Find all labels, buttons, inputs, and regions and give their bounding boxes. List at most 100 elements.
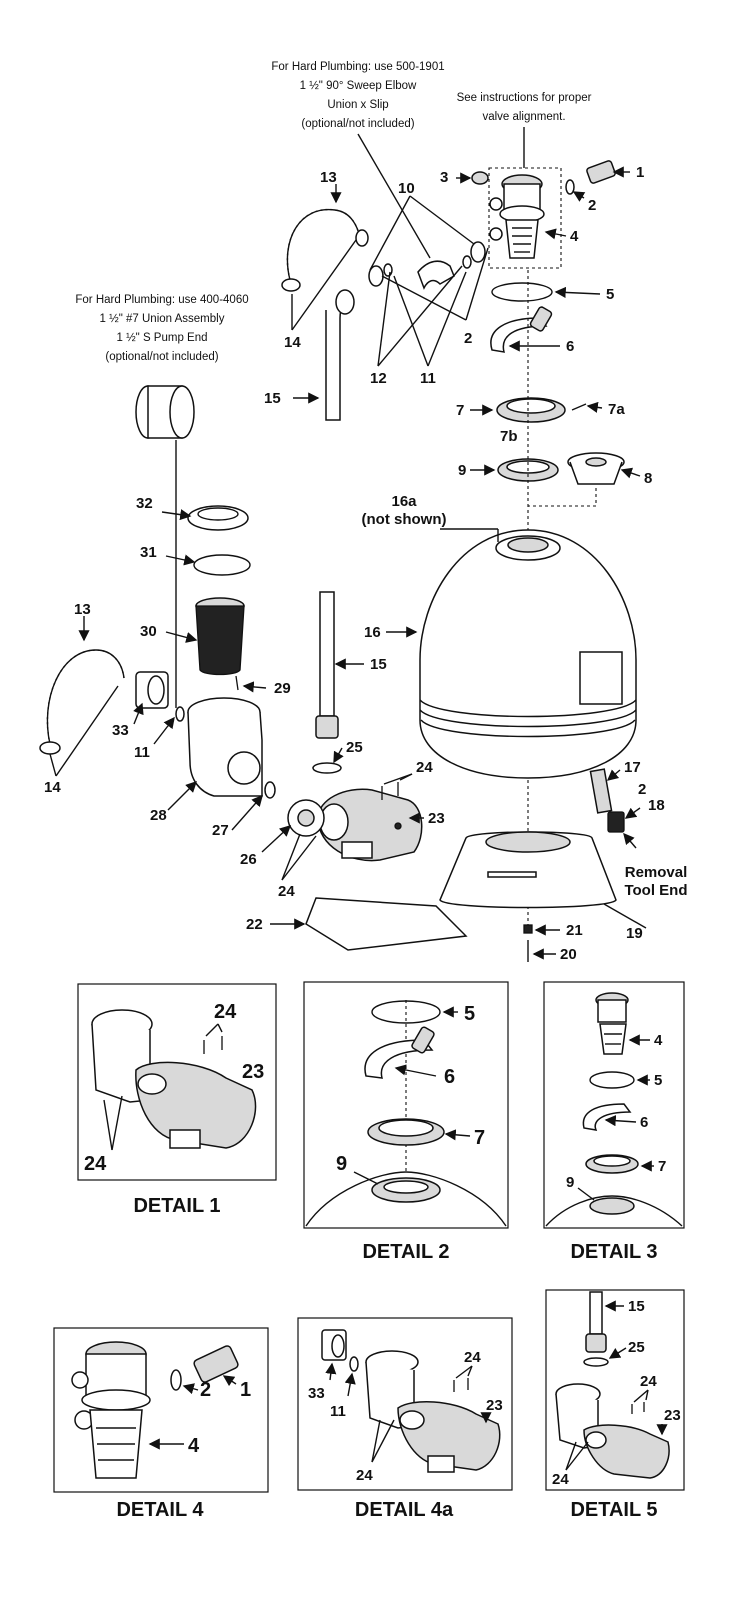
label-15-mid: 15 [370, 656, 387, 673]
part-3-cap [471, 171, 489, 185]
label-21: 21 [566, 922, 583, 939]
label-27: 27 [212, 822, 229, 839]
d3-label-5: 5 [654, 1072, 662, 1089]
d3-label-6: 6 [640, 1114, 648, 1131]
part-32-lid [187, 505, 249, 531]
part-27-gasket [264, 781, 276, 799]
note-hard-plumbing-top-1: For Hard Plumbing: use 500-1901 [271, 61, 444, 73]
d5-label-24-top: 24 [640, 1373, 657, 1390]
label-2-drain: 2 [638, 781, 646, 798]
label-19: 19 [626, 925, 643, 942]
d4a-oring [349, 1356, 359, 1372]
leader-hard-plumbing-top [357, 133, 431, 259]
label-13-left: 13 [74, 601, 91, 618]
d4-oring [170, 1369, 182, 1391]
label-removal: Removal [625, 864, 688, 881]
d4a-pump [365, 1350, 501, 1473]
d4a-label-23: 23 [486, 1397, 503, 1414]
d4a-label-24-bottom: 24 [356, 1467, 373, 1484]
d2-label-6: 6 [444, 1066, 455, 1088]
label-12: 12 [370, 370, 387, 387]
d4-label-1: 1 [240, 1379, 251, 1401]
label-13-top: 13 [320, 169, 337, 186]
d3-label-4: 4 [654, 1032, 663, 1049]
d3-oring [589, 1071, 635, 1089]
label-10: 10 [398, 180, 415, 197]
label-26: 26 [240, 851, 257, 868]
note-hard-plumbing-top-4: (optional/not included) [301, 118, 414, 130]
label-16a: 16a [391, 493, 417, 510]
part-11-oring-left [175, 706, 185, 722]
part-13-hose-top [286, 208, 361, 281]
part-15-pipe-top [325, 299, 353, 421]
part-5-oring [491, 282, 553, 302]
label-6: 6 [566, 338, 574, 355]
label-29: 29 [274, 680, 291, 697]
d2-label-9: 9 [336, 1153, 347, 1175]
note-valve-alignment-2: valve alignment. [482, 111, 565, 123]
label-30: 30 [140, 623, 157, 640]
d4-label-4: 4 [188, 1435, 200, 1457]
label-16a-not-shown: (not shown) [362, 511, 447, 528]
part-14-hose-end-left [39, 741, 61, 755]
note-hard-plumbing-left-3: 1 ½" S Pump End [116, 332, 207, 344]
union-assembly-400-4060 [135, 385, 195, 439]
label-14-top: 14 [284, 334, 301, 351]
part-8-diffuser [567, 452, 625, 485]
d3-valve [595, 992, 629, 1055]
d3-clamp [582, 1103, 632, 1131]
label-7a: 7a [608, 401, 625, 418]
d3-label-7: 7 [658, 1158, 666, 1175]
label-33: 33 [112, 722, 129, 739]
part-33-valve [135, 671, 169, 709]
detail-1-pump [91, 1009, 257, 1149]
part-15-pipe-mid [319, 591, 335, 717]
part-2-oring [565, 179, 575, 195]
label-15-top: 15 [264, 390, 281, 407]
detail-5-title: DETAIL 5 [570, 1499, 657, 1521]
part-16-filter-tank [419, 529, 637, 779]
part-22-pump-base [305, 897, 468, 951]
d4a-label-24-top: 24 [464, 1349, 481, 1366]
label-23: 23 [428, 810, 445, 827]
label-7b: 7b [500, 428, 518, 445]
d2-label-5: 5 [464, 1003, 475, 1025]
d1-label-23: 23 [242, 1061, 264, 1083]
d4a-label-11: 11 [330, 1403, 346, 1420]
detail-4a-title: DETAIL 4a [355, 1499, 454, 1521]
label-25: 25 [346, 739, 363, 756]
part-1-adapter [586, 160, 616, 184]
label-1: 1 [636, 164, 644, 181]
label-3: 3 [440, 169, 448, 186]
note-hard-plumbing-left-1: For Hard Plumbing: use 400-4060 [75, 294, 248, 306]
label-24-top: 24 [416, 759, 433, 776]
d5-pipe-15 [589, 1291, 603, 1335]
part-21-nut [523, 924, 533, 934]
d5-label-23: 23 [664, 1407, 681, 1424]
d1-label-24-bottom: 24 [84, 1153, 107, 1175]
multiport-valve [489, 174, 545, 259]
d4-adapter [193, 1345, 239, 1383]
part-10-union-elbow [368, 241, 486, 290]
label-20: 20 [560, 946, 577, 963]
label-16: 16 [364, 624, 381, 641]
part-30-basket [195, 597, 245, 676]
d4-valve [71, 1341, 151, 1479]
d1-label-24-top: 24 [214, 1001, 237, 1023]
label-9: 9 [458, 462, 466, 479]
detail-4-title: DETAIL 4 [116, 1499, 204, 1521]
label-31: 31 [140, 544, 157, 561]
d3-ring-9 [589, 1197, 635, 1215]
label-11-top: 11 [420, 370, 436, 387]
d2-label-7: 7 [474, 1127, 485, 1149]
detail-3-title: DETAIL 3 [570, 1241, 657, 1263]
part-7a-screw [571, 403, 587, 411]
valve-alignment-box [488, 167, 562, 269]
part-7-ring [496, 397, 566, 423]
note-hard-plumbing-left-4: (optional/not included) [105, 351, 218, 363]
part-19-tank-base [439, 831, 617, 909]
part-13-hose-left [46, 649, 125, 745]
part-28-strainer-housing [187, 697, 263, 797]
